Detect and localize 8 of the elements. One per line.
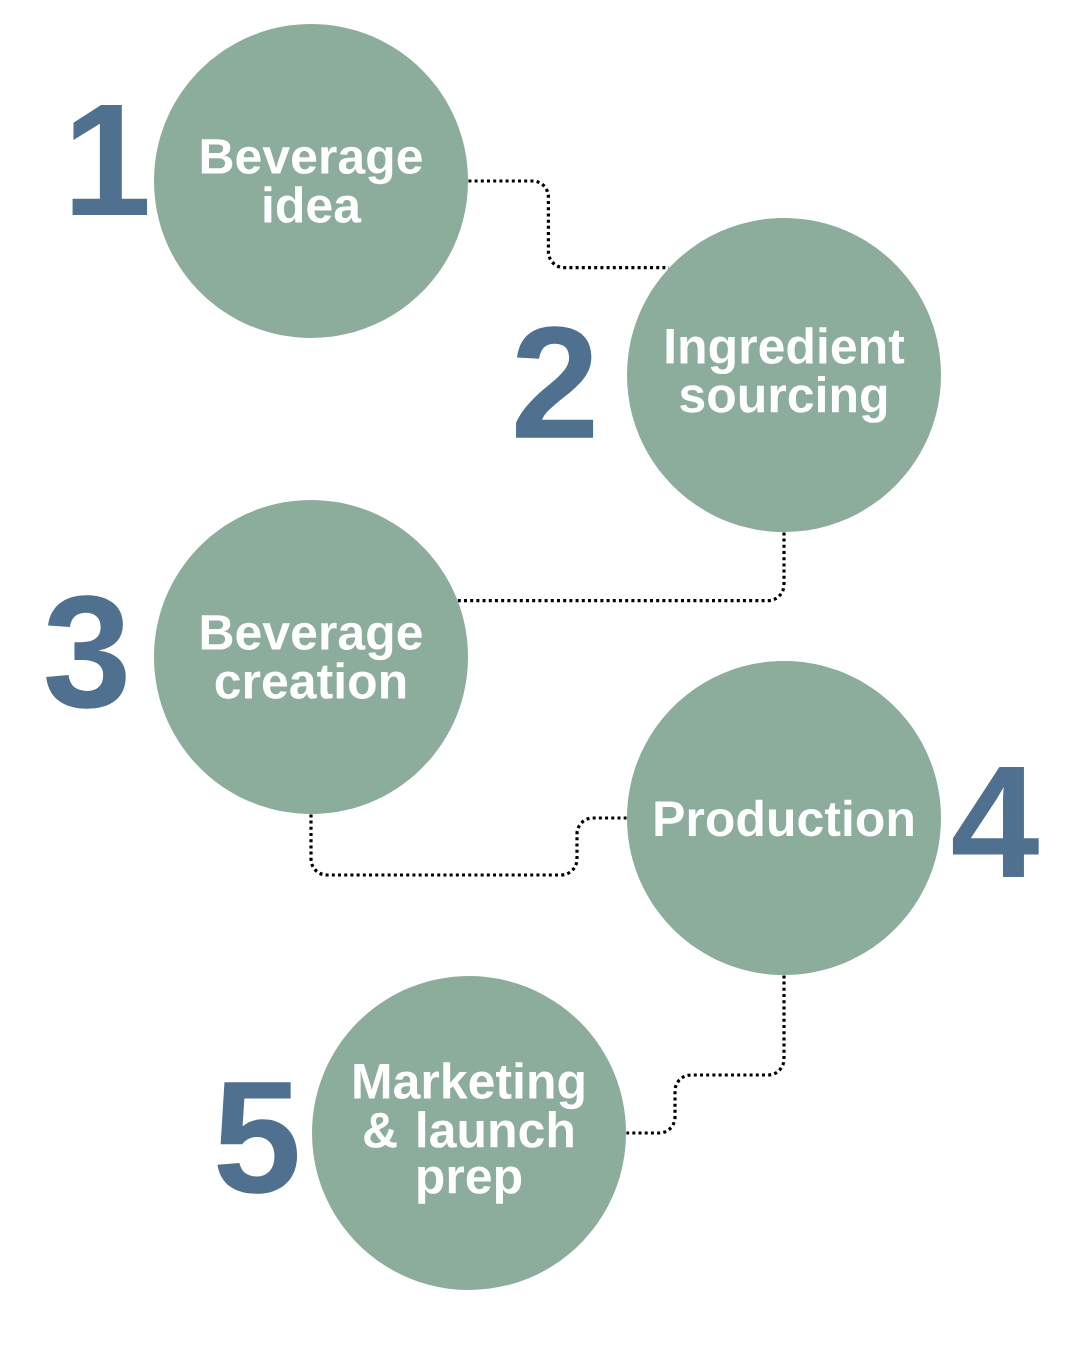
dotted-connector [309, 814, 627, 877]
step-number: 3 [46, 595, 126, 709]
step-number: 1 [72, 105, 148, 216]
dotted-connector [626, 975, 786, 1135]
step-number: 2 [516, 326, 594, 438]
step-number: 4 [952, 767, 1039, 878]
dotted-connector [457, 532, 786, 603]
step-number: 5 [217, 1082, 298, 1194]
